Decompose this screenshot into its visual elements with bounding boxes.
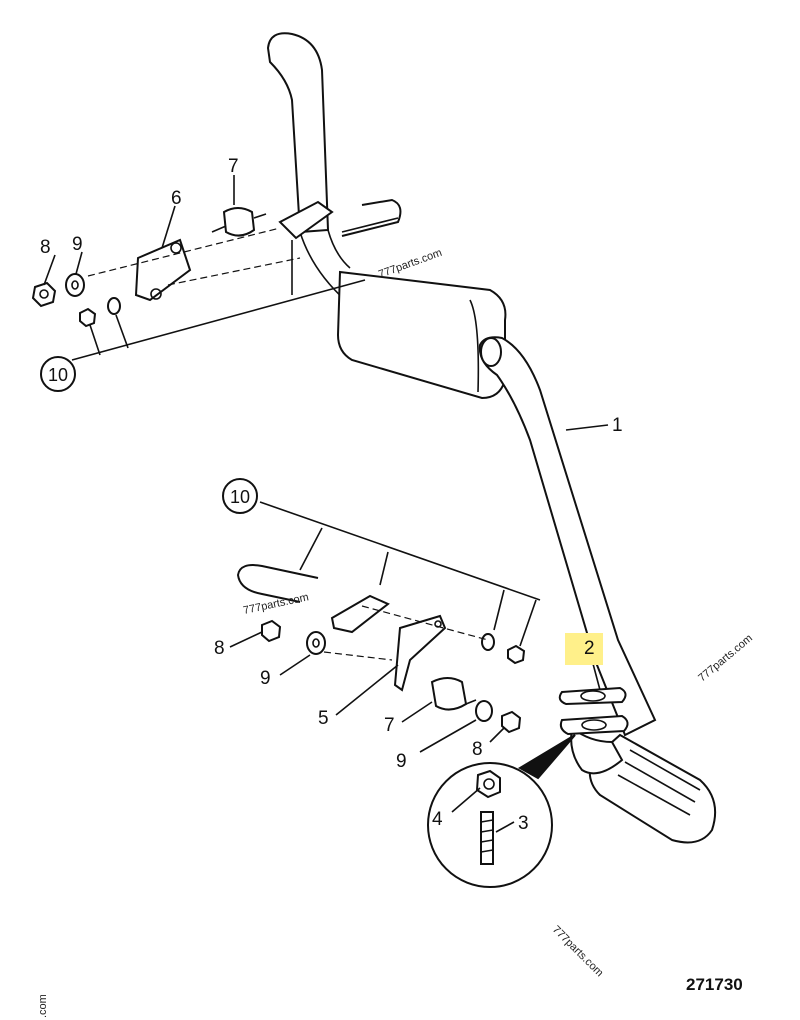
callout-8-mid: 8 <box>214 638 225 659</box>
lower-nut-8-right <box>501 710 522 734</box>
watermark: 777parts.com <box>696 632 755 684</box>
callout-10-top: 10 <box>40 356 76 392</box>
callout-1: 1 <box>612 415 623 436</box>
callout-10-mid: 10 <box>222 478 258 514</box>
upper-small-nut <box>79 307 97 328</box>
callout-2: 2 <box>584 638 595 659</box>
muffler <box>336 270 507 400</box>
svg-text:10: 10 <box>230 487 250 507</box>
lower-clamp <box>330 594 390 634</box>
upper-nut-8 <box>31 281 57 308</box>
figure-number: 271730 <box>686 975 743 994</box>
callout-8-bottom: 8 <box>472 739 483 760</box>
callout-7-bottom: 7 <box>384 715 395 736</box>
gasket-upper <box>558 686 627 706</box>
callout-4: 4 <box>432 809 443 830</box>
callout-5: 5 <box>318 708 329 729</box>
upper-washer-9 <box>65 273 85 297</box>
callout-3: 3 <box>518 813 529 834</box>
lower-small-nut <box>507 644 526 665</box>
lower-rubber-mount-7 <box>430 677 477 711</box>
lower-u-bolt <box>236 564 319 603</box>
svg-text:10: 10 <box>48 365 68 385</box>
upper-clamp <box>278 198 402 240</box>
callout-8-top: 8 <box>40 237 51 258</box>
callout-9-bottom: 9 <box>396 751 407 772</box>
lower-small-washer <box>481 633 495 651</box>
watermark: 777parts.com <box>550 924 606 980</box>
main-pipe <box>478 336 657 737</box>
callout-7-top: 7 <box>228 156 239 177</box>
watermark: .com <box>37 994 49 1018</box>
lower-washer-9-left <box>306 631 326 655</box>
detail-circle <box>427 734 576 888</box>
gasket-lower <box>559 714 629 736</box>
flex-pipe <box>570 726 716 844</box>
lower-nut-8-left <box>261 619 282 643</box>
upper-small-washer <box>107 297 121 315</box>
watermark: 777parts.com <box>377 247 444 281</box>
highlight-part-2 <box>565 633 603 665</box>
lower-washer-9-right <box>475 700 493 722</box>
callout-9-top: 9 <box>72 234 83 255</box>
callout-6: 6 <box>171 188 182 209</box>
tailpipe <box>266 32 351 301</box>
upper-bracket <box>134 238 192 302</box>
callout-9-mid: 9 <box>260 668 271 689</box>
upper-rubber-mount <box>211 207 267 237</box>
